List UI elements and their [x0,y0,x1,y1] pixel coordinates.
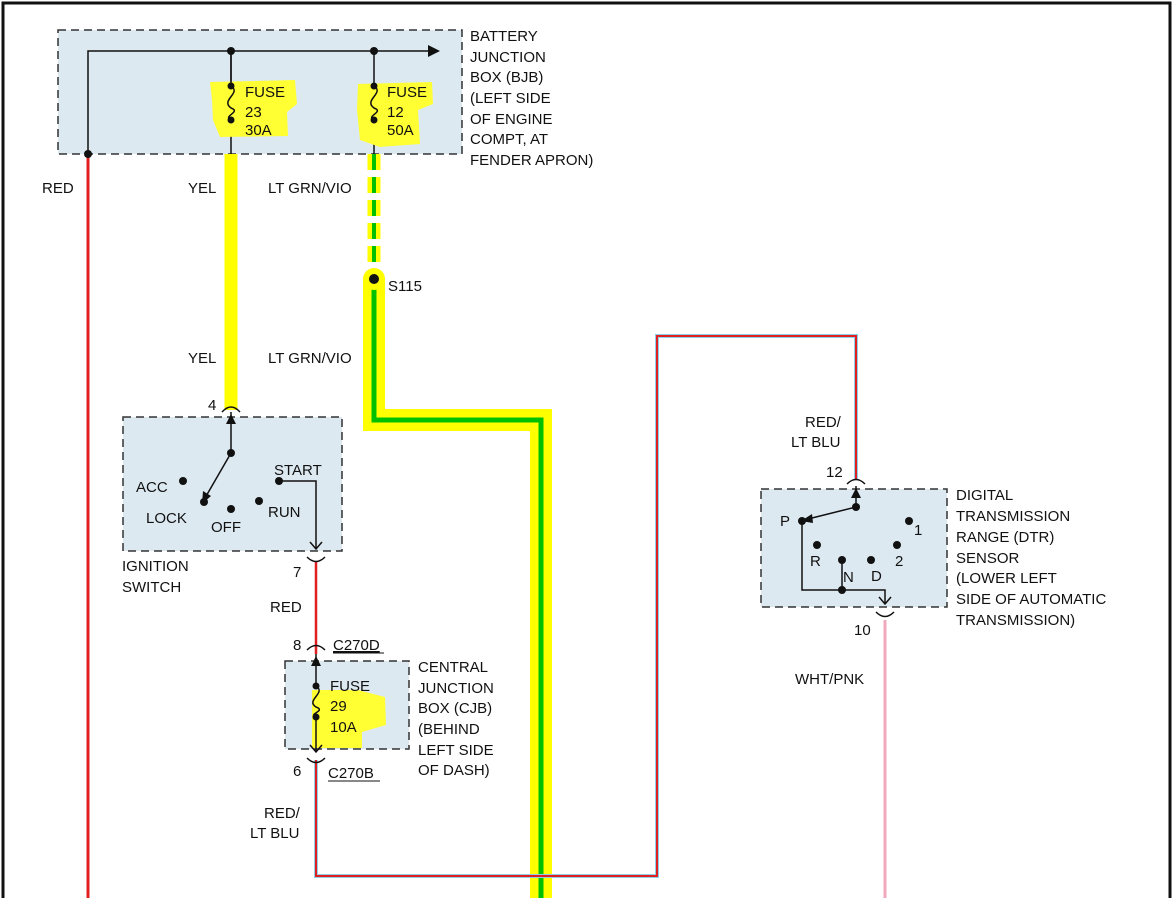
cjb-name: CENTRAL JUNCTION BOX (CJB) (BEHIND LEFT … [418,659,494,779]
fuse12-symbol [370,82,379,124]
yel-mid-label: YEL [188,350,216,367]
ignition-name-line2: SWITCH [122,579,181,596]
fuse12-label: FUSE [387,84,427,101]
redltblu-dtr-label-1: RED/ [805,414,842,431]
dtr-internals [798,478,913,618]
dtr-n-label: N [843,569,854,586]
red-left-label: RED [42,180,74,197]
svg-text:OF ENGINE: OF ENGINE [470,111,553,128]
r-contact [813,541,821,549]
yel-top-label: YEL [188,180,216,197]
off-label: OFF [211,519,241,536]
svg-text:CENTRAL: CENTRAL [418,659,488,676]
dtr-pin-in: 12 [826,464,843,481]
cjb-internals [306,644,326,764]
ltgrn-mid-label: LT GRN/VIO [268,350,352,367]
svg-text:JUNCTION: JUNCTION [418,680,494,697]
redltblu-dtr-label-2: LT BLU [791,434,840,451]
fuse29-rating: 10A [330,719,357,736]
fuse12-rating: 50A [387,122,414,139]
svg-text:(BEHIND: (BEHIND [418,721,480,738]
start-label: START [274,462,322,479]
ltgrn-top-label: LT GRN/VIO [268,180,352,197]
ignition-pin-out: 7 [293,564,301,581]
dtr-d-label: D [871,568,882,585]
redltblu-bottom-label-2: LT BLU [250,825,299,842]
fuse23-label: FUSE [245,84,285,101]
red-ign-label: RED [270,599,302,616]
d-contact [867,556,875,564]
svg-text:BATTERY: BATTERY [470,28,538,45]
fuse23-number: 23 [245,104,262,121]
svg-text:SIDE OF AUTOMATIC: SIDE OF AUTOMATIC [956,591,1106,608]
dtr-two-label: 2 [895,553,903,570]
svg-text:TRANSMISSION: TRANSMISSION [956,508,1070,525]
ignition-switch-contacts [179,412,326,563]
svg-text:OF DASH): OF DASH) [418,762,490,779]
ignition-name-line1: IGNITION [122,558,189,575]
splice-label: S115 [388,278,422,295]
cjb-pin-in: 8 [293,637,301,654]
svg-text:(LOWER LEFT: (LOWER LEFT [956,570,1057,587]
svg-text:BOX (CJB): BOX (CJB) [418,700,492,717]
svg-text:DIGITAL: DIGITAL [956,487,1013,504]
svg-text:RANGE (DTR): RANGE (DTR) [956,529,1054,546]
splice-s115-dot [369,274,379,284]
fuse29-highlight [312,690,386,748]
run-label: RUN [268,504,301,521]
cjb-connector-out: C270B [328,765,374,782]
bjb-red-terminal [84,150,92,158]
dtr-r-label: R [810,553,821,570]
lock-label: LOCK [146,510,187,527]
ignition-pin-in: 4 [208,397,216,414]
dtr-name: DIGITAL TRANSMISSION RANGE (DTR) SENSOR … [956,487,1106,629]
redltblu-bottom-label-1: RED/ [264,805,301,822]
one-contact [905,517,913,525]
dtr-pin-out: 10 [854,622,871,639]
svg-text:JUNCTION: JUNCTION [470,49,546,66]
ignition-switch-box [122,416,343,552]
bjb-name: BATTERY JUNCTION BOX (BJB) (LEFT SIDE OF… [470,28,593,169]
whtpnk-label: WHT/PNK [795,671,864,688]
svg-text:LEFT SIDE: LEFT SIDE [418,742,494,759]
ltgrn-wire-main [363,278,552,898]
svg-text:FENDER APRON): FENDER APRON) [470,152,593,169]
svg-text:BOX (BJB): BOX (BJB) [470,69,543,86]
cjb-connector-in: C270D [333,637,380,654]
fuse23-rating: 30A [245,122,272,139]
fuse29-number: 29 [330,698,347,715]
two-contact [893,541,901,549]
acc-label: ACC [136,479,168,496]
acc-contact [179,477,187,485]
dtr-one-label: 1 [914,522,922,539]
lock-contact [200,498,208,506]
fuse12-highlight [357,82,433,147]
run-contact [255,497,263,505]
fuse12-number: 12 [387,104,404,121]
cjb-pin-out: 6 [293,763,301,780]
fuse23-symbol [227,51,236,124]
svg-text:SENSOR: SENSOR [956,550,1020,567]
svg-text:(LEFT SIDE: (LEFT SIDE [470,90,551,107]
svg-text:COMPT, AT: COMPT, AT [470,131,548,148]
dtr-p-label: P [780,513,790,530]
off-contact [227,505,235,513]
fuse29-label: FUSE [330,678,370,695]
svg-text:TRANSMISSION): TRANSMISSION) [956,612,1075,629]
ignition-pin4-connector [221,406,241,413]
